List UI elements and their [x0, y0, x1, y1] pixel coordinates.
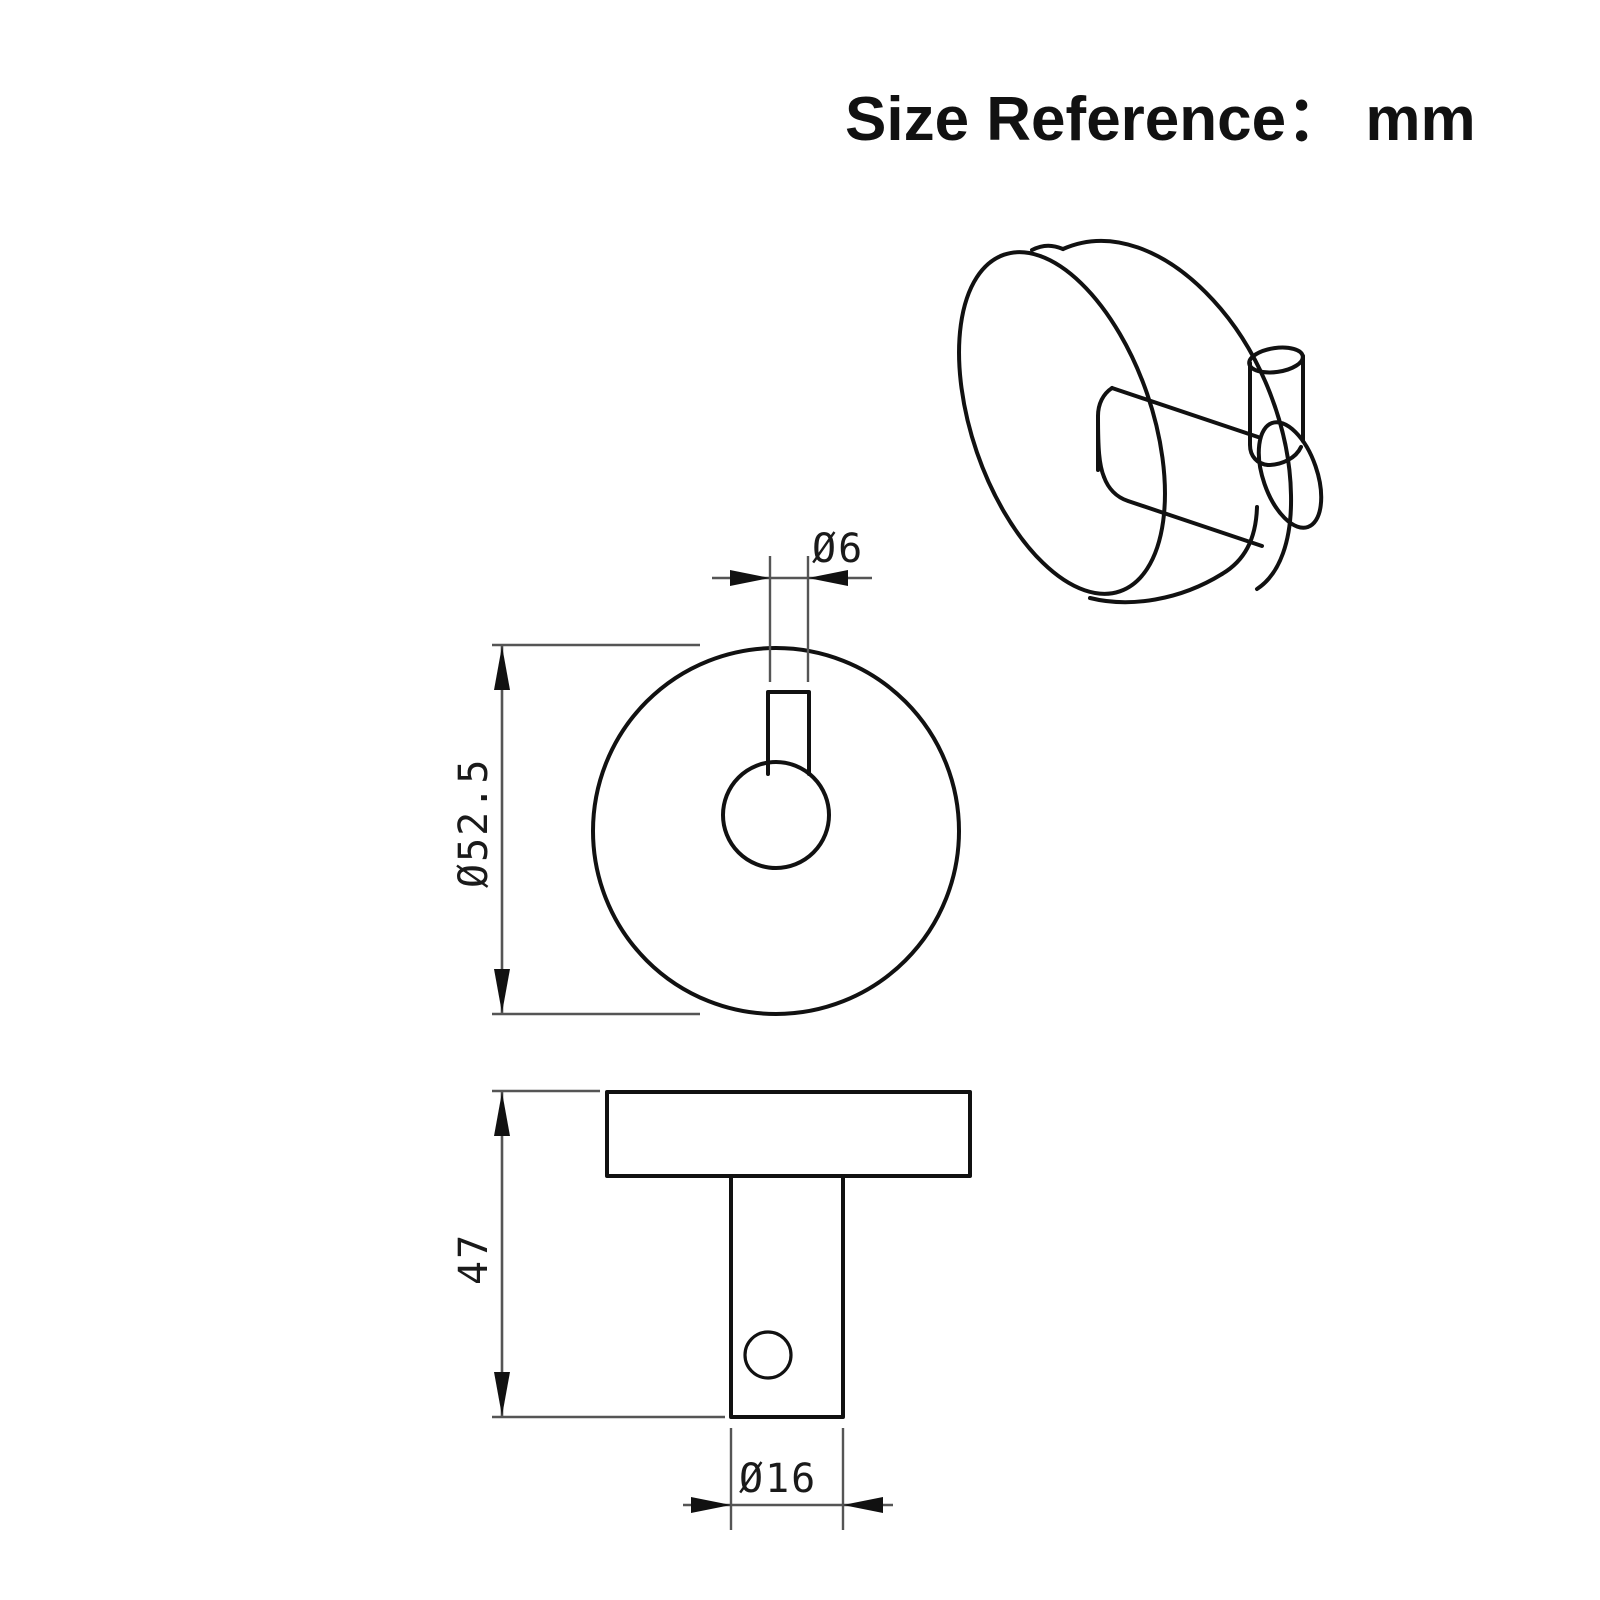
arrow-plate-top: [494, 646, 510, 690]
peg-left-edge: [1248, 361, 1270, 467]
arrow-peg-left: [730, 570, 770, 586]
page-title: Size Reference： mm: [845, 85, 1476, 154]
arrow-plate-bottom: [494, 969, 510, 1013]
peg-top-cap: [1247, 345, 1305, 375]
arm-end-cap: [1256, 420, 1324, 530]
screw-hole-circle: [743, 1330, 793, 1380]
arrow-peg-right: [808, 570, 848, 586]
plate-silhouette-bottom: [1088, 572, 1224, 605]
arm-left-cap: [1096, 414, 1106, 479]
peg-stem-profile: [729, 1174, 845, 1419]
front-view: [591, 646, 961, 1016]
dim-label-peg-diameter: Ø6: [812, 526, 864, 572]
arrow-arm-left: [691, 1497, 731, 1513]
dim-label-plate-diameter: Ø52.5: [451, 758, 497, 888]
plate-outer-silhouette: [1220, 505, 1259, 576]
isometric-view: [957, 239, 1324, 605]
dimension-peg-diameter: Ø6: [712, 526, 872, 682]
arrow-arm-right: [843, 1497, 883, 1513]
dimension-arm-diameter: Ø16: [683, 1428, 893, 1530]
dim-label-height: 47: [451, 1233, 497, 1285]
dim-label-arm-diameter: Ø16: [739, 1456, 817, 1502]
plate-silhouette-top: [1030, 243, 1065, 252]
plate-outer-circle: [591, 646, 961, 1016]
arm-circle: [721, 760, 831, 870]
dimension-height: 47: [451, 1089, 725, 1419]
dimension-plate-diameter: Ø52.5: [451, 643, 700, 1016]
arm-upper-silhouette: [1110, 386, 1260, 439]
arm-bar-profile: [605, 1090, 972, 1178]
arm-lower-silhouette: [1102, 475, 1264, 548]
peg-tab-rect: [766, 690, 811, 776]
arrow-height-bottom: [494, 1372, 510, 1416]
peg-bottom-join: [1266, 445, 1303, 467]
arrow-height-top: [494, 1092, 510, 1136]
side-view: [605, 1090, 972, 1419]
plate-front-face: [957, 250, 1167, 596]
